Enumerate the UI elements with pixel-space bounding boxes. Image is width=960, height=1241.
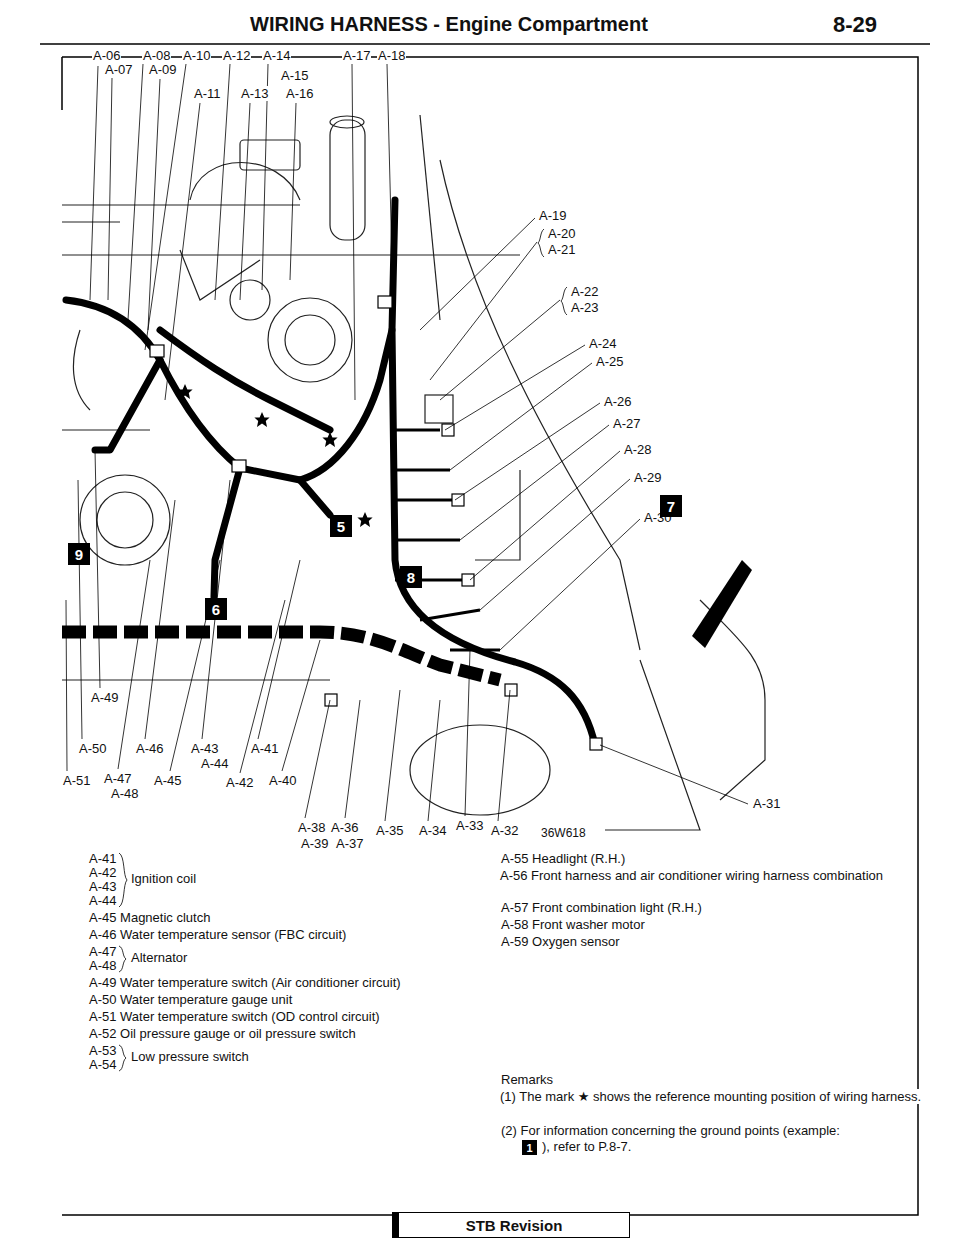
legend-entry: A-41 (88, 851, 117, 866)
ground-point-mark: 9 (68, 543, 90, 565)
connector-callout: A-19 (538, 208, 567, 223)
connector-callout: A-09 (148, 62, 177, 77)
connector-callout: A-08 (142, 48, 171, 63)
ground-number: 9 (75, 546, 83, 563)
connector-callout: A-25 (595, 354, 624, 369)
remark-text: Remarks (500, 1072, 554, 1087)
ground-point-mark: 7 (660, 495, 682, 517)
connector-callout: A-14 (262, 48, 291, 63)
legend-entry: A-51 Water temperature switch (OD contro… (88, 1009, 381, 1024)
legend-entry: A-58 Front washer motor (500, 917, 646, 932)
connector-callout: A-38 (297, 820, 326, 835)
connector-callout: A-29 (633, 470, 662, 485)
connector-callout: A-22 (570, 284, 599, 299)
legend-entry: A-52 Oil pressure gauge or oil pressure … (88, 1026, 357, 1041)
connector-callout: A-23 (570, 300, 599, 315)
remark-text: (2) For information concerning the groun… (500, 1123, 841, 1138)
page-number: 8-29 (832, 12, 878, 37)
legend-entry: A-47 (88, 944, 117, 959)
ground-point-mark: 8 (400, 566, 422, 588)
ground-point-mark: 1 (522, 1140, 537, 1155)
connector-callout: A-40 (268, 773, 297, 788)
legend-entry: A-48 (88, 958, 117, 973)
connector-callout: A-13 (240, 86, 269, 101)
connector-callout: A-50 (78, 741, 107, 756)
legend-entry: A-54 (88, 1057, 117, 1072)
figure-code: 36W618 (540, 826, 587, 841)
page-title: WIRING HARNESS - Engine Compartment (250, 12, 648, 36)
ground-number: 7 (667, 498, 675, 515)
legend-entry: A-45 Magnetic clutch (88, 910, 211, 925)
connector-callout: A-43 (190, 741, 219, 756)
connector-callout: A-17 (342, 48, 371, 63)
ground-number: 5 (337, 518, 345, 535)
connector-callout: A-28 (623, 442, 652, 457)
legend-entry: A-43 (88, 879, 117, 894)
connector-callout: A-11 (193, 86, 222, 101)
connector-callout: A-16 (285, 86, 314, 101)
connector-callout: A-45 (153, 773, 182, 788)
legend-entry: Low pressure switch (130, 1049, 250, 1064)
connector-callout: A-35 (375, 823, 404, 838)
connector-callout: A-07 (104, 62, 133, 77)
legend-entry: A-55 Headlight (R.H.) (500, 851, 626, 866)
connector-callout: A-15 (280, 68, 309, 83)
legend-entry: A-42 (88, 865, 117, 880)
connector-callout: A-37 (335, 836, 364, 851)
connector-callout: A-24 (588, 336, 617, 351)
remark-text: ), refer to P.8-7. (541, 1139, 632, 1154)
ground-number: 1 (526, 1142, 532, 1154)
connector-callout: A-26 (603, 394, 632, 409)
legend-entry: A-59 Oxygen sensor (500, 934, 621, 949)
connector-callout: A-27 (612, 416, 641, 431)
legend-entry: A-57 Front combination light (R.H.) (500, 900, 703, 915)
revision-box: STB Revision (392, 1212, 630, 1238)
connector-callout: A-21 (547, 242, 576, 257)
connector-callout: A-18 (377, 48, 406, 63)
connector-callout: A-34 (418, 823, 447, 838)
legend-entry: A-56 Front harness and air conditioner w… (500, 868, 917, 883)
ground-point-mark: 5 (330, 515, 352, 537)
connector-callout: A-41 (250, 741, 279, 756)
legend-entry: Alternator (130, 950, 188, 965)
connector-callout: A-12 (222, 48, 251, 63)
connector-callout: A-31 (752, 796, 781, 811)
connector-callout: A-46 (135, 741, 164, 756)
ground-point-mark: 6 (205, 598, 227, 620)
connector-callout: A-47 (103, 771, 132, 786)
ground-number: 8 (407, 569, 415, 586)
connector-callout: A-06 (92, 48, 121, 63)
revision-text: STB Revision (466, 1217, 563, 1234)
connector-callout: A-42 (225, 775, 254, 790)
remark-text: (1) The mark ★ shows the reference mount… (500, 1089, 938, 1104)
connector-callout: A-39 (300, 836, 329, 851)
legend-entry: Ignition coil (130, 871, 197, 886)
connector-callout: A-49 (90, 690, 119, 705)
connector-callout: A-32 (490, 823, 519, 838)
connector-callout: A-10 (182, 48, 211, 63)
ground-number: 6 (212, 601, 220, 618)
legend-entry: A-53 (88, 1043, 117, 1058)
connector-callout: A-48 (110, 786, 139, 801)
connector-callout: A-44 (200, 756, 229, 771)
legend-entry: A-50 Water temperature gauge unit (88, 992, 293, 1007)
connector-callout: A-33 (455, 818, 484, 833)
legend-entry: A-46 Water temperature sensor (FBC circu… (88, 927, 347, 942)
connector-callout: A-20 (547, 226, 576, 241)
connector-callout: A-51 (62, 773, 91, 788)
connector-callout: A-36 (330, 820, 359, 835)
legend-entry: A-44 (88, 893, 117, 908)
legend-entry: A-49 Water temperature switch (Air condi… (88, 975, 402, 990)
